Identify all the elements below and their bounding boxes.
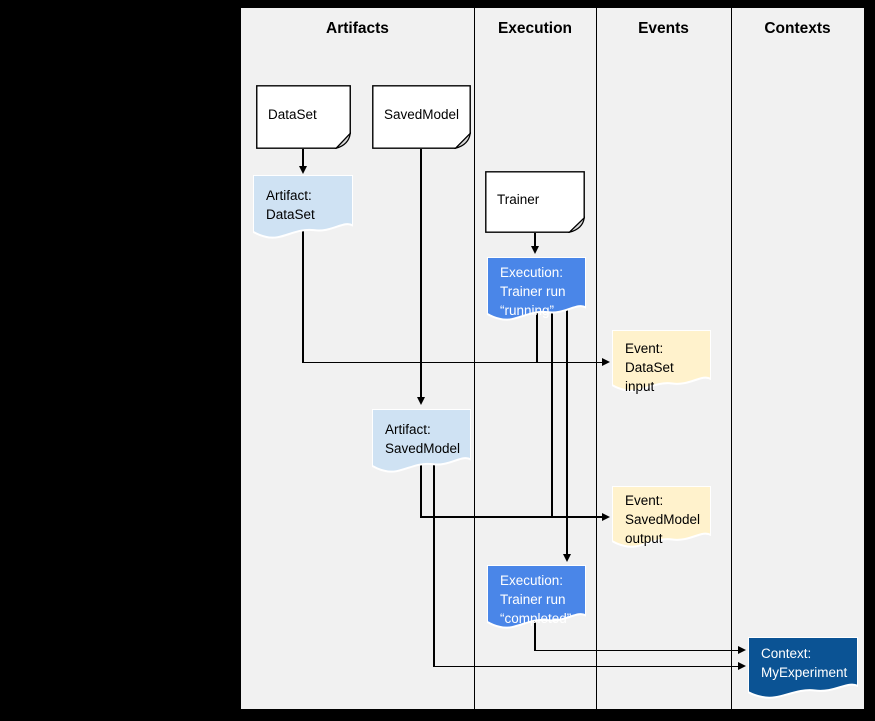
edge-completed-to-context-v (534, 620, 536, 651)
column-header-artifacts: Artifacts (326, 20, 389, 37)
arrowhead (738, 661, 746, 670)
node-savedmodel-document: SavedModel (372, 85, 471, 149)
column-header-execution: Execution (497, 20, 573, 37)
node-trainer-document: Trainer (485, 171, 585, 233)
wavy-document-icon (372, 409, 471, 475)
edge-artifact-to-context-h (433, 665, 739, 667)
arrowhead (530, 246, 539, 254)
diagram-canvas: Artifacts Execution Events Contexts Data… (241, 8, 864, 709)
wavy-document-icon (487, 565, 586, 631)
wavy-document-icon (253, 175, 353, 241)
edge-running-to-event-output (551, 306, 553, 517)
node-label: SavedModel (384, 106, 460, 122)
edge-artifact-savedmodel-to-event (420, 462, 422, 518)
edge-dataset-to-artifact (302, 149, 304, 167)
arrowhead (602, 357, 610, 366)
node-label: Event: DataSet input (625, 341, 674, 394)
column-divider (596, 8, 598, 709)
node-label: Event: SavedModel output (625, 493, 701, 546)
node-label: DataSet (268, 106, 317, 122)
node-label: Context: MyExperiment (761, 646, 848, 680)
edge-artifact-to-context-v (433, 462, 435, 667)
node-event-dataset-input: Event: DataSet input (612, 330, 711, 394)
node-execution-running: Execution: Trainer run “running” (487, 257, 586, 323)
edge-completed-to-context-h (534, 649, 745, 651)
edge-artifact-dataset-to-event (302, 230, 304, 363)
folded-document-icon (485, 171, 585, 233)
node-label: Trainer (497, 191, 540, 207)
node-event-savedmodel-output: Event: SavedModel output (612, 486, 711, 550)
node-label: Execution: Trainer run “completed” (500, 573, 572, 626)
edge-running-to-event-input (536, 306, 538, 363)
node-label: Execution: Trainer run “running” (500, 265, 566, 318)
edge-savedmodel-to-artifact (420, 149, 422, 399)
column-header-contexts: Contexts (764, 20, 831, 37)
wavy-document-icon (487, 257, 586, 323)
node-context-myexperiment: Context: MyExperiment (748, 637, 858, 701)
node-label: Artifact: SavedModel (385, 422, 461, 456)
node-artifact-savedmodel: Artifact: SavedModel (372, 409, 471, 475)
wavy-document-icon (612, 330, 711, 394)
wavy-document-icon (748, 637, 858, 701)
wavy-document-icon (612, 486, 711, 550)
arrowhead (738, 645, 746, 654)
folded-document-icon (256, 85, 351, 149)
node-execution-completed: Execution: Trainer run “completed” (487, 565, 586, 631)
arrowhead (602, 512, 610, 521)
arrowhead (298, 166, 307, 174)
column-divider (731, 8, 733, 709)
edge-trainer-to-execution (534, 233, 536, 248)
node-dataset-document: DataSet (256, 85, 351, 149)
folded-document-icon (372, 85, 471, 149)
arrowhead (562, 554, 571, 562)
edge-running-to-completed (566, 306, 568, 555)
column-header-events: Events (638, 20, 689, 37)
node-artifact-dataset: Artifact: DataSet (253, 175, 353, 241)
edge-to-event-output-horizontal (420, 516, 603, 518)
node-label: Artifact: DataSet (266, 188, 315, 222)
edge-to-event-input-horizontal (302, 361, 603, 363)
column-divider (474, 8, 476, 709)
arrowhead (416, 397, 425, 405)
